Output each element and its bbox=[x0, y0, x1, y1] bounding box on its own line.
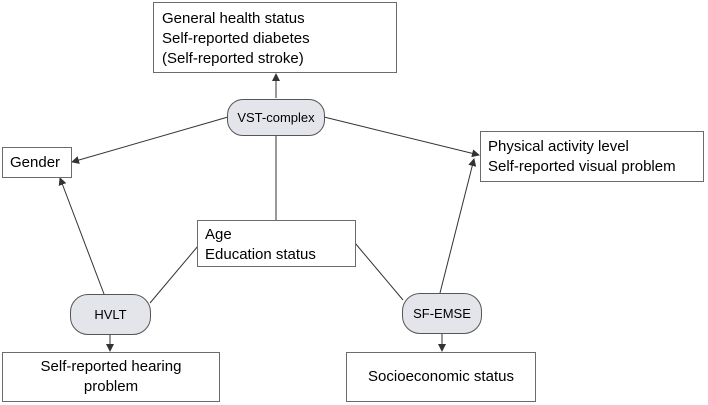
edge-hvlt-to-center bbox=[149, 245, 199, 304]
node-socioeconomic-status: Socioeconomic status bbox=[346, 352, 536, 402]
node-physical-visual: Physical activity level Self-reported vi… bbox=[480, 131, 704, 182]
node-vst-complex: VST-complex bbox=[227, 99, 325, 136]
edge-hvlt-to-gender bbox=[58, 177, 105, 295]
node-gender: Gender bbox=[2, 147, 72, 178]
node-text-line: Physical activity level bbox=[488, 138, 629, 155]
node-text-line: Self-reported visual problem bbox=[488, 158, 676, 175]
node-text-line: General health status bbox=[162, 10, 305, 27]
node-text-line: Gender bbox=[10, 154, 61, 171]
edge-sfemse-to-right bbox=[439, 158, 477, 294]
node-text-line: Self-reported diabetes bbox=[162, 30, 310, 47]
node-sf-emse: SF-EMSE bbox=[402, 293, 482, 334]
edge-sfemse-to-center bbox=[354, 242, 404, 301]
node-text-line: problem bbox=[83, 378, 139, 395]
node-health-outcomes: General health status Self-reported diab… bbox=[153, 2, 397, 73]
node-hvlt: HVLT bbox=[70, 294, 151, 335]
node-label: SF-EMSE bbox=[413, 306, 471, 321]
node-text-line: Education status bbox=[205, 246, 316, 263]
node-text-line: Age bbox=[205, 226, 232, 243]
node-label: VST-complex bbox=[237, 110, 315, 125]
edge-vst-to-gender bbox=[71, 116, 229, 164]
node-text-line: Self-reported hearing bbox=[40, 358, 182, 375]
node-text-line: (Self-reported stroke) bbox=[162, 50, 304, 67]
node-text-line: Socioeconomic status bbox=[368, 368, 514, 385]
edge-vst-to-right bbox=[323, 116, 480, 158]
node-hearing-problem: Self-reported hearing problem bbox=[2, 352, 220, 402]
node-age-education: Age Education status bbox=[197, 220, 356, 267]
node-label: HVLT bbox=[94, 307, 127, 322]
